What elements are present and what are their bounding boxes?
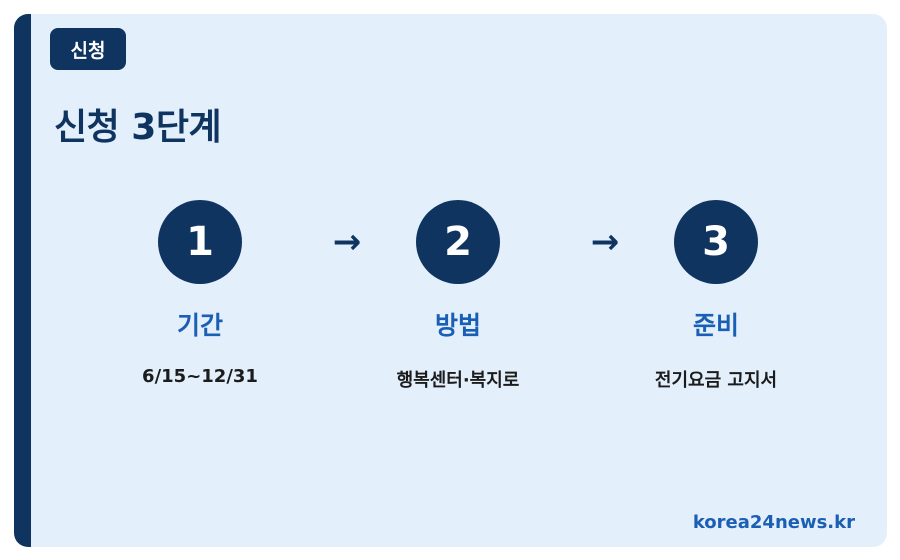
info-card: 신청 신청 3단계 1 기간 6/15~12/31 → 2 방법 행복센터·복지… bbox=[14, 14, 887, 547]
step-number-circle: 3 bbox=[674, 200, 758, 284]
step-number-circle: 2 bbox=[416, 200, 500, 284]
step-number-circle: 1 bbox=[158, 200, 242, 284]
arrow-right-icon: → bbox=[332, 222, 362, 262]
accent-bar bbox=[14, 14, 31, 547]
page-title: 신청 3단계 bbox=[54, 107, 222, 148]
step-heading: 기간 bbox=[176, 311, 223, 340]
step-heading: 방법 bbox=[434, 311, 481, 340]
category-badge: 신청 bbox=[50, 28, 126, 70]
arrow-right-icon: → bbox=[590, 222, 620, 262]
step-heading: 준비 bbox=[692, 311, 739, 340]
step-description: 전기요금 고지서 bbox=[654, 370, 778, 391]
step-1: 1 기간 6/15~12/31 bbox=[90, 200, 310, 387]
step-2: 2 방법 행복센터·복지로 bbox=[348, 200, 568, 392]
step-description: 행복센터·복지로 bbox=[396, 370, 520, 391]
step-3: 3 준비 전기요금 고지서 bbox=[606, 200, 826, 392]
step-description: 6/15~12/31 bbox=[142, 366, 258, 387]
source-credit: korea24news.kr bbox=[692, 512, 855, 533]
